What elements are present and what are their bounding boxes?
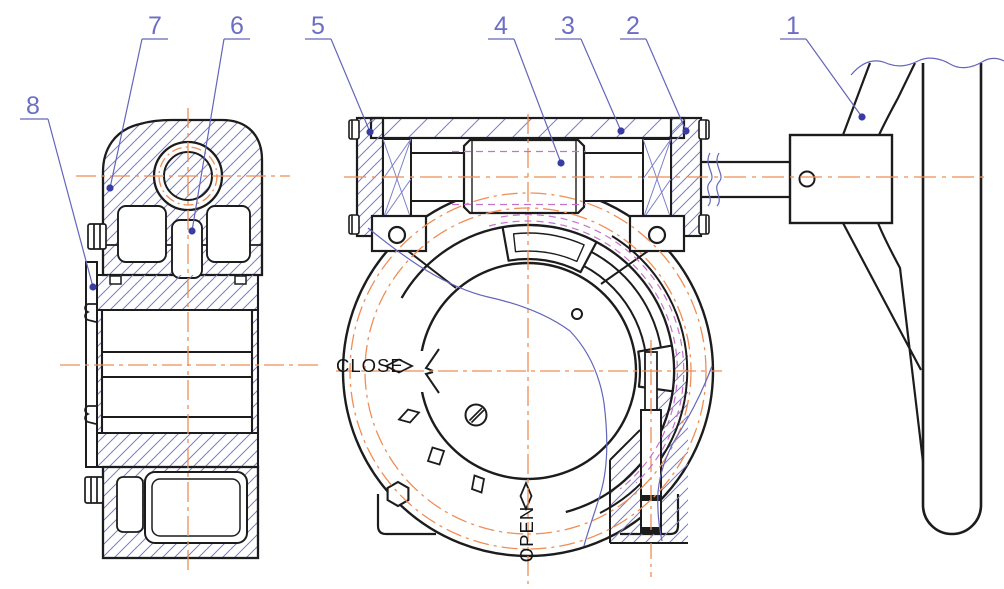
callout-number-7: 7: [148, 12, 162, 40]
side-bore-band: [102, 310, 252, 433]
pointer-notch: [424, 348, 440, 394]
shaft-break-icon: [716, 152, 722, 207]
bolt-head-icon: [348, 214, 360, 235]
callout-numbers: 1 2 3 4 5 6 7 8: [26, 12, 800, 120]
bolt-head-icon: [87, 223, 107, 250]
bearing-block-right: [642, 138, 672, 220]
ear-bolt-hole-left: [387, 225, 407, 245]
break-lines: [367, 57, 1004, 547]
open-label: OPEN: [516, 506, 537, 562]
screw-slot: [468, 407, 485, 424]
pitch-circle: [364, 207, 692, 535]
callout-number-1: 1: [786, 12, 800, 40]
callout-number-2: 2: [626, 12, 640, 40]
leader-2: [620, 38, 687, 132]
cap-bolts: [348, 119, 710, 235]
side-wall-left: [95, 310, 102, 433]
leader-3: [555, 38, 622, 132]
tick-diamond: [397, 408, 421, 424]
shaft-break-icon: [707, 152, 713, 207]
tick-diamond: [470, 474, 486, 494]
outer-ring-arc: [599, 235, 689, 514]
side-pocket-left: [117, 205, 167, 263]
hidden-lines: [452, 150, 685, 490]
side-wall-right: [252, 310, 258, 433]
leader-dot: [858, 113, 866, 121]
callout-number-8: 8: [26, 92, 40, 120]
spoke-lower: [842, 222, 925, 463]
section-spline: [367, 227, 608, 547]
gear-ring-arc: [400, 223, 676, 514]
bolt-head-icon: [84, 476, 104, 504]
tick-diamond: [426, 446, 446, 466]
leader-dot: [89, 283, 97, 291]
leader-dot: [557, 159, 565, 167]
callout-number-5: 5: [311, 12, 325, 40]
leader-5: [305, 38, 371, 133]
leader-dot: [617, 127, 625, 135]
bearing-block-left: [382, 138, 412, 220]
callout-number-3: 3: [561, 12, 575, 40]
gear-hidden-arc: [488, 220, 678, 490]
side-section-view: [84, 118, 264, 560]
side-gear-section-inner: [151, 478, 241, 537]
callouts: 1 2 3 4 5 6 7 8: [20, 12, 866, 291]
pin-hole: [571, 308, 583, 320]
leader-4: [488, 38, 562, 164]
boss-outline: [609, 429, 688, 544]
section-spline: [657, 365, 713, 542]
side-nub-left: [109, 275, 122, 285]
side-upper-band: [95, 275, 258, 310]
clip-icon: [84, 303, 97, 323]
handwheel: [701, 62, 983, 536]
handwheel-break-icon: [850, 57, 1004, 76]
dial-diamonds: [383, 358, 533, 512]
bolt-head-icon: [698, 214, 710, 235]
leader-7: [109, 38, 168, 189]
leader-6: [191, 38, 250, 232]
side-pocket-center: [171, 219, 203, 279]
gear-hidden-arc: [500, 214, 685, 484]
clip-icon: [84, 405, 97, 425]
slot-window-top-inner: [512, 232, 585, 263]
bolt-head-icon: [348, 119, 360, 140]
side-box-pocket-left: [116, 476, 144, 533]
callout-number-4: 4: [494, 12, 508, 40]
hex-bolt-icon: [386, 480, 410, 508]
side-lower-band: [95, 433, 258, 467]
side-gear-section: [144, 471, 248, 544]
side-pocket-right: [206, 205, 251, 263]
side-bore-pitch-circle: [158, 146, 218, 206]
foot-left: [376, 494, 436, 536]
leader-dot: [366, 128, 374, 136]
side-fasteners: [84, 223, 107, 504]
open-diamond: [519, 480, 533, 512]
leader-dot: [106, 184, 114, 192]
spoke-upper: [841, 62, 916, 136]
ear-left: [370, 214, 428, 253]
leader-1: [780, 38, 863, 118]
outer-dash-circle: [349, 192, 707, 550]
callout-number-6: 6: [230, 12, 244, 40]
input-shaft: [701, 160, 790, 199]
leader-dots: [89, 113, 866, 291]
handwheel-rim: [921, 63, 983, 536]
hub-pin-hole: [798, 170, 816, 188]
leader-dot: [188, 227, 196, 235]
leader-dot: [682, 127, 690, 135]
close-label: CLOSE: [336, 355, 404, 376]
ear-bolt-hole-right: [647, 225, 667, 245]
close-diamond: [383, 358, 415, 374]
leader-lines: [20, 38, 863, 288]
bolt-head-icon: [698, 119, 710, 140]
leader-8: [20, 118, 94, 288]
centerlines: [60, 108, 984, 584]
side-nub-right: [234, 275, 247, 285]
